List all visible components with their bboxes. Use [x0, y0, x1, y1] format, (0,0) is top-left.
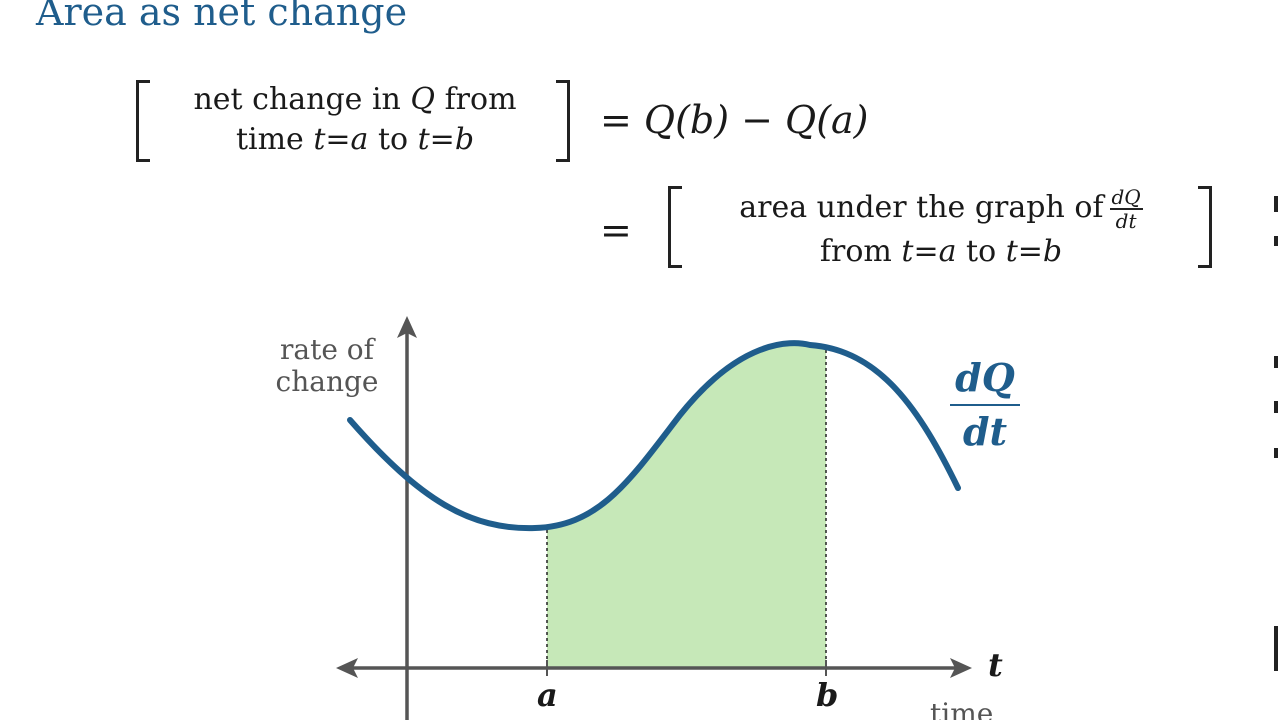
shaded-area — [547, 343, 826, 668]
curve-label-den: dt — [962, 409, 1008, 454]
right-bracket-2 — [1198, 186, 1212, 268]
equation-1-rhs: = Q(b) − Q(a) — [600, 98, 869, 142]
curve-label: dQ dt — [950, 352, 1020, 458]
edge-mark-3 — [1274, 356, 1278, 368]
equation-1-lhs: net change in Q from time t=a to t=b — [150, 80, 560, 160]
lhs-t-equals-a: t=a — [313, 122, 369, 157]
y-axis-label-line-2: change — [275, 365, 379, 398]
equation-1-lhs-line-1: net change in Q from — [150, 80, 560, 120]
x-axis-arrow-right — [950, 658, 972, 678]
equation-2-line-2: from t=a to t=b — [682, 232, 1200, 272]
rate-curve — [347, 340, 961, 532]
edge-mark-4 — [1274, 401, 1278, 413]
eq2-text-1: area under the graph of — [739, 190, 1104, 225]
y-axis-arrow-up — [397, 316, 417, 338]
left-bracket-2 — [668, 186, 682, 268]
y-axis-label: rate of change — [262, 334, 392, 398]
lhs-text-4: to — [368, 122, 418, 157]
equation-2-equals: = — [600, 208, 632, 252]
edge-mark-5 — [1274, 448, 1278, 458]
slide-title: Area as net change — [36, 0, 408, 34]
y-axis-label-line-1: rate of — [279, 333, 375, 366]
eq2-t-equals-a: t=a — [901, 234, 957, 269]
eq2-text-3: to — [956, 234, 1006, 269]
right-bracket — [556, 80, 570, 162]
x-axis-label: time — [930, 697, 994, 720]
x-axis-arrow-left — [336, 658, 358, 678]
eq2-text-2: from — [819, 234, 902, 269]
lhs-t-equals-b: t=b — [417, 122, 475, 157]
x-axis-variable: t — [988, 646, 1003, 684]
curve-label-num: dQ — [950, 352, 1020, 406]
tick-label-b: b — [816, 676, 839, 714]
lhs-var-q: Q — [410, 82, 436, 117]
eq2-frac-den: dt — [1115, 209, 1137, 233]
lhs-text-2: from — [435, 82, 517, 117]
eq2-frac-num: dQ — [1109, 185, 1143, 210]
eq2-t-equals-b: t=b — [1005, 234, 1063, 269]
edge-mark-1 — [1274, 196, 1278, 212]
edge-mark-6 — [1274, 626, 1278, 671]
lhs-text-1: net change in — [193, 82, 411, 117]
tick-label-a: a — [537, 676, 558, 714]
edge-mark-2 — [1274, 236, 1278, 246]
lhs-text-3: time — [235, 122, 314, 157]
right-edge-fragment — [1274, 186, 1280, 686]
left-bracket — [136, 80, 150, 162]
equation-1-lhs-line-2: time t=a to t=b — [150, 120, 560, 160]
